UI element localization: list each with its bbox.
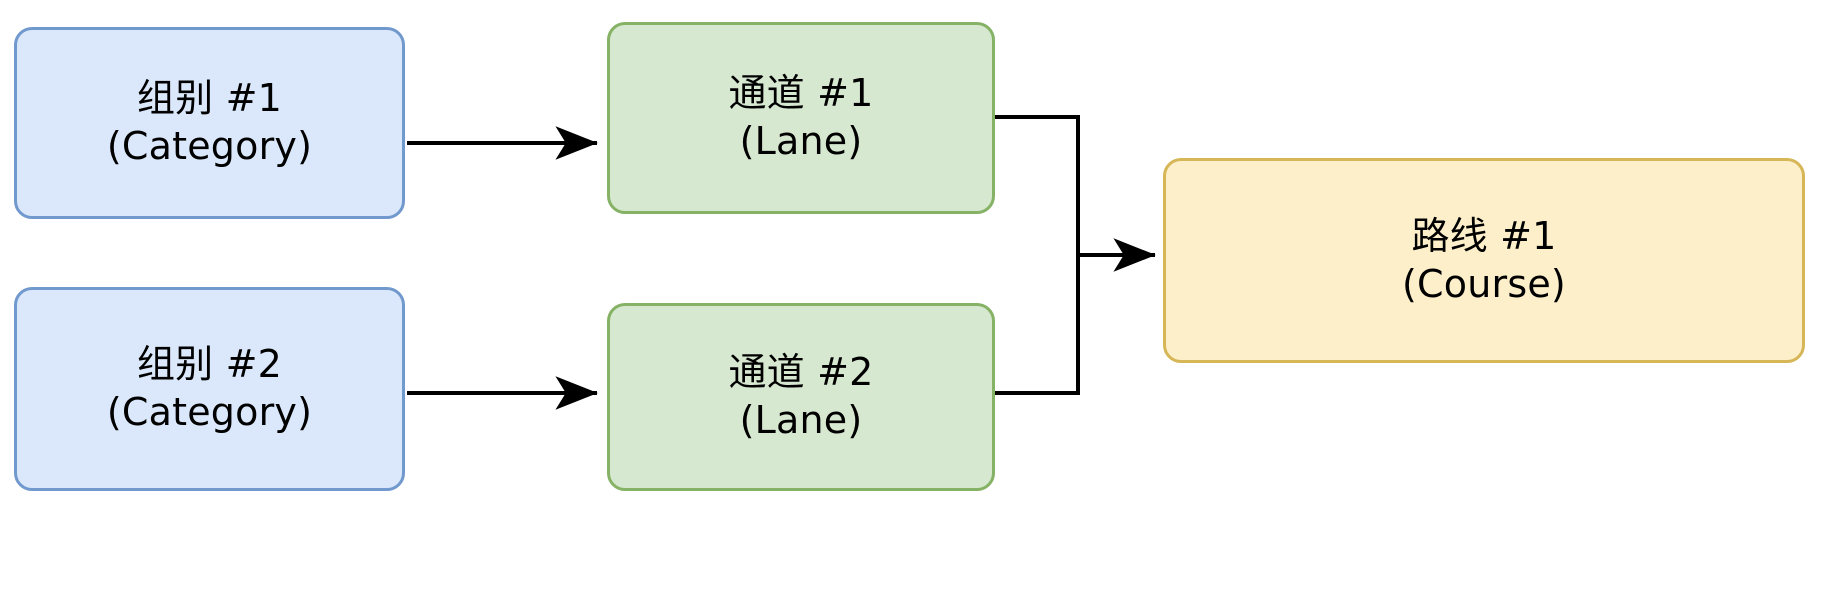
edge-lane1-course1 bbox=[995, 115, 1080, 255]
node-lane-2[interactable]: 通道 #2 (Lane) bbox=[607, 303, 995, 491]
node-lane-2-title: 通道 #2 bbox=[728, 350, 874, 395]
node-category-1[interactable]: 组别 #1 (Category) bbox=[14, 27, 405, 219]
node-lane-1-subtitle: (Lane) bbox=[739, 119, 863, 163]
node-category-2[interactable]: 组别 #2 (Category) bbox=[14, 287, 405, 491]
node-lane-1-title: 通道 #1 bbox=[728, 71, 874, 116]
edge-lane2-course1 bbox=[995, 255, 1080, 395]
node-course-1-subtitle: (Course) bbox=[1402, 261, 1566, 306]
node-course-1-title: 路线 #1 bbox=[1411, 213, 1557, 258]
node-category-1-title: 组别 #1 bbox=[136, 76, 283, 121]
node-category-1-subtitle: (Category) bbox=[106, 124, 313, 168]
node-category-2-title: 组别 #2 bbox=[136, 342, 283, 387]
node-lane-2-subtitle: (Lane) bbox=[739, 398, 863, 442]
node-course-1[interactable]: 路线 #1 (Course) bbox=[1163, 158, 1805, 363]
node-category-2-subtitle: (Category) bbox=[106, 390, 313, 434]
node-lane-1[interactable]: 通道 #1 (Lane) bbox=[607, 22, 995, 214]
